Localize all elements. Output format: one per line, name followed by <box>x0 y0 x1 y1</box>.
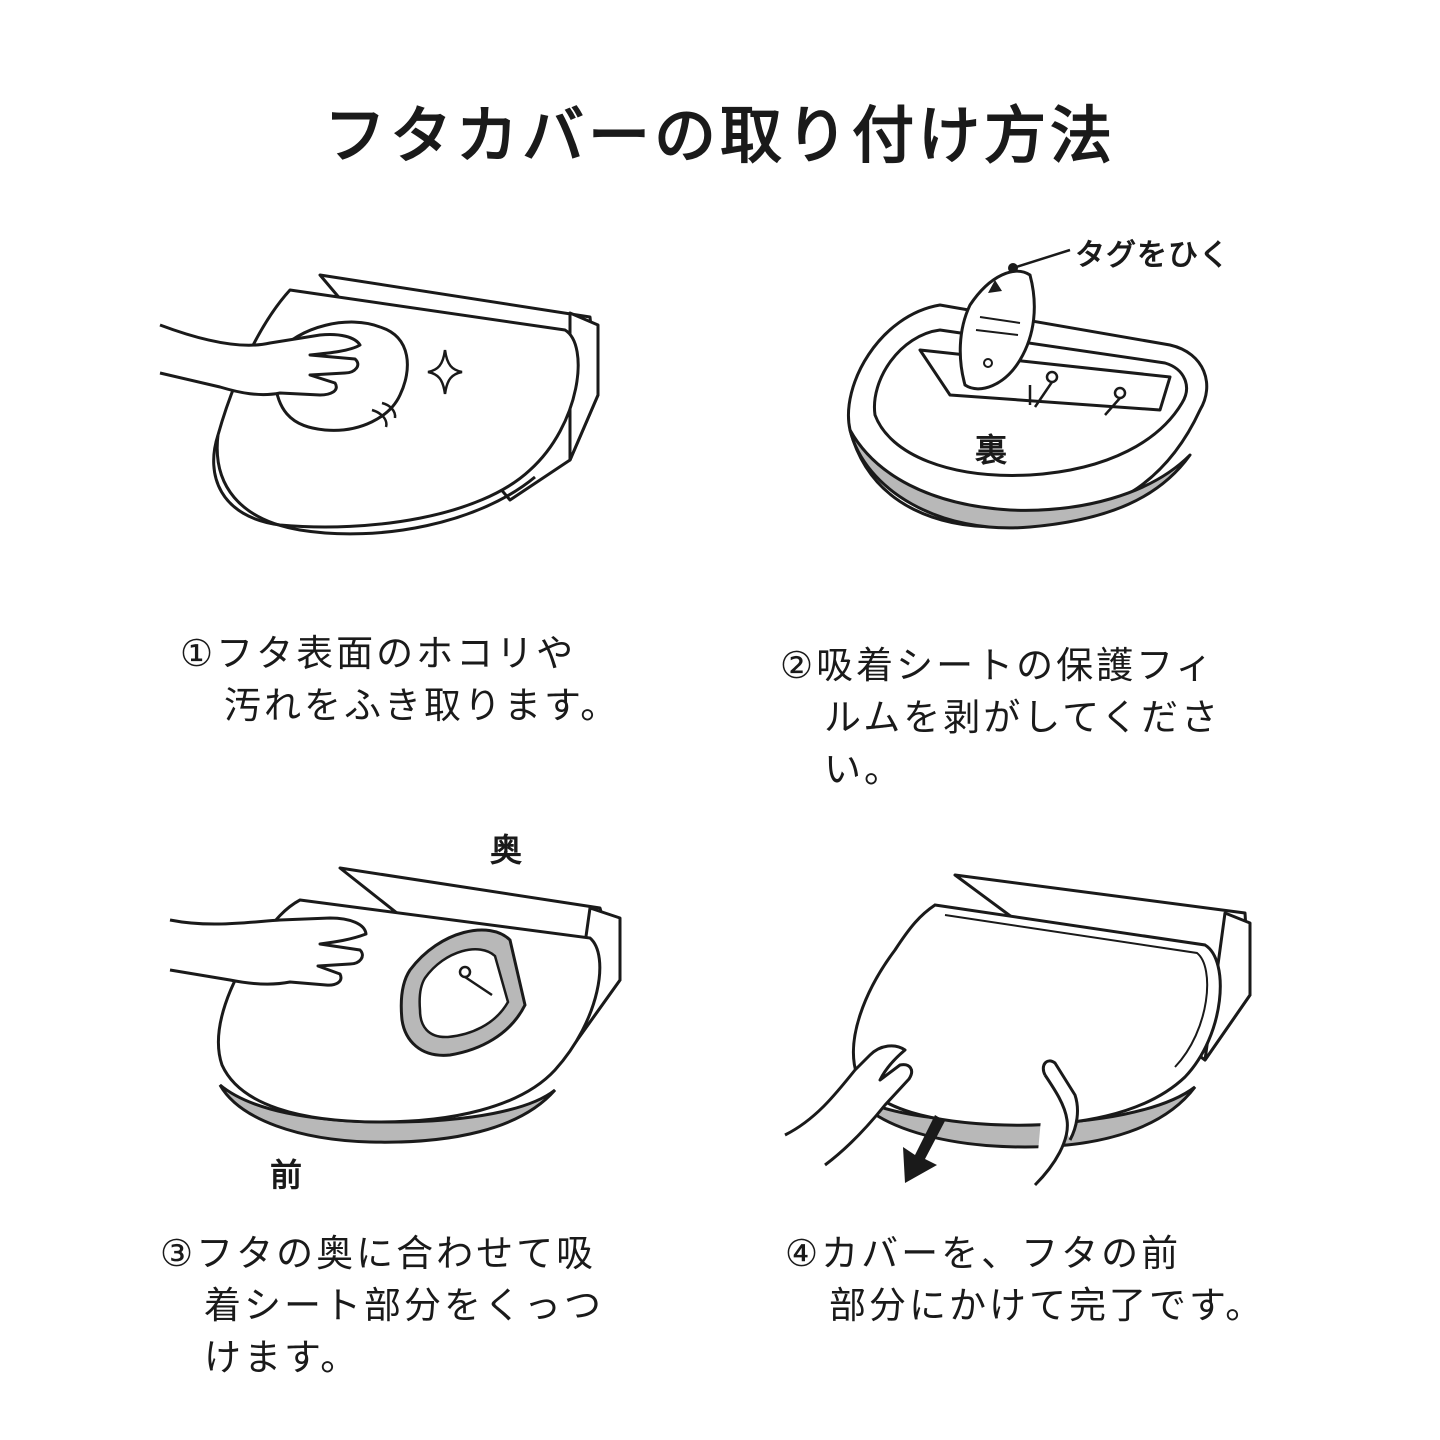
illustration-wipe-lid <box>150 255 620 555</box>
label-back-side: 裏 <box>975 431 1008 469</box>
step-1-line-1: ①フタ表面のホコリや <box>180 628 620 680</box>
step-4-text: ④カバーを、フタの前 部分にかけて完了です。 <box>785 1228 1265 1332</box>
lid-underside-shade <box>848 428 1192 530</box>
label-pull-tag: タグをひく <box>1075 238 1230 273</box>
illustration-finish-cover <box>784 865 1260 1205</box>
left-hand <box>784 1044 914 1167</box>
step-3-line-1: ③フタの奥に合わせて吸 <box>160 1228 604 1280</box>
step-1-line-2: 汚れをふき取ります。 <box>224 684 621 727</box>
step-3-line-2: 着シート部分をくっつ <box>204 1284 604 1327</box>
illustration-remove-film <box>830 235 1250 555</box>
lid-edge <box>215 434 536 536</box>
label-front: 前 <box>270 1156 303 1194</box>
cover-inner-line <box>944 914 1209 1068</box>
right-hand <box>1033 1059 1079 1187</box>
label-rear: 奥 <box>490 831 523 869</box>
step-1-text: ①フタ表面のホコリや 汚れをふき取ります。 <box>180 628 620 732</box>
step-2-text: ②吸着シートの保護フィ ルムを剥がしてくださ い。 <box>780 640 1221 796</box>
wipe-lid-drawing <box>159 273 600 536</box>
step-4-line-1: ④カバーを、フタの前 <box>785 1228 1265 1280</box>
step-2-line-1: ②吸着シートの保護フィ <box>780 640 1221 692</box>
cover-body <box>852 903 1222 1127</box>
tag-pointer-line <box>1012 248 1071 270</box>
hand <box>159 323 362 397</box>
step-2-line-3: い。 <box>824 748 904 791</box>
adhesive-sheet-inner <box>418 948 510 1039</box>
arrow-down-left-icon <box>903 1115 945 1183</box>
step-2-line-2: ルムを剥がしてくださ <box>824 696 1222 739</box>
page-title: フタカバーの取り付け方法 <box>323 99 1116 172</box>
step-3-line-3: けます。 <box>204 1336 361 1379</box>
step-3-number: ③ <box>160 1232 197 1275</box>
step-4-number: ④ <box>785 1232 822 1275</box>
pull-arrow <box>988 280 1002 293</box>
step-2-number: ② <box>780 644 817 687</box>
step-4-line-2: 部分にかけて完了です。 <box>829 1284 1266 1327</box>
finish-cover-drawing <box>784 873 1252 1187</box>
hand <box>169 916 368 987</box>
step-1-number: ① <box>180 632 217 675</box>
attach-sheet-drawing <box>169 866 622 1144</box>
step-3-text: ③フタの奥に合わせて吸 着シート部分をくっつ けます。 <box>160 1228 604 1384</box>
illustration-attach-sheet <box>169 860 630 1150</box>
sparkle-icon <box>427 349 463 395</box>
remove-film-drawing <box>847 248 1209 530</box>
